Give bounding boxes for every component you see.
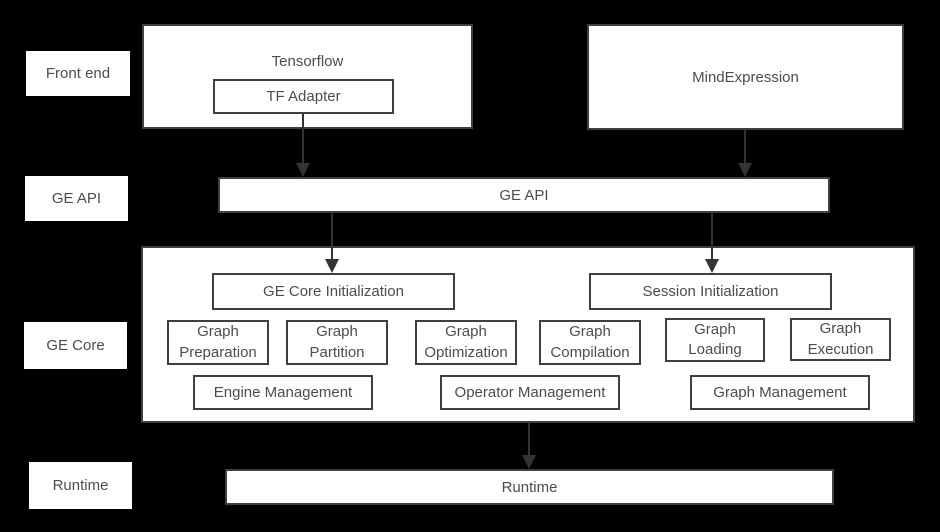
layer-label-ge-core: GE Core [24,322,127,369]
graph-execution-label: Graph Execution [807,320,874,358]
arrow-mindexpression-to-geapi [744,130,746,164]
ge-api-bar: GE API [218,177,830,213]
ge-core-initialization-label: GE Core Initialization [263,283,404,300]
session-initialization-label: Session Initialization [642,283,779,300]
runtime-bar: Runtime [225,469,834,505]
arrow-geapi-to-gecore-init [331,213,333,260]
graph-compilation-label: Graph Compilation [550,323,630,361]
tf-adapter-box: TF Adapter [213,79,394,114]
tf-adapter-label: TF Adapter [266,88,341,105]
layer-label-runtime: Runtime [29,462,132,509]
graph-optimization-box: Graph Optimization [415,320,517,365]
ge-api-bar-label: GE API [499,186,549,204]
arrow-tfadapter-to-geapi-head [296,163,310,177]
runtime-bar-label: Runtime [501,478,558,496]
operator-management-label: Operator Management [454,384,606,401]
tensorflow-label: Tensorflow [271,53,344,70]
layer-label-front-end: Front end [26,51,130,96]
graph-loading-box: Graph Loading [665,318,765,362]
session-initialization-box: Session Initialization [589,273,832,310]
layer-label-front-end-text: Front end [45,65,111,82]
arrow-gecore-to-runtime [528,423,530,456]
graph-execution-box: Graph Execution [790,318,891,361]
graph-preparation-box: Graph Preparation [167,320,269,365]
graph-partition-box: Graph Partition [286,320,388,365]
layer-label-runtime-text: Runtime [52,477,109,494]
ge-core-initialization-box: GE Core Initialization [212,273,455,310]
graph-preparation-label: Graph Preparation [179,323,257,361]
graph-partition-label: Graph Partition [309,323,365,361]
graph-loading-label: Graph Loading [688,320,742,358]
arrow-geapi-to-session-init-head [705,259,719,273]
tensorflow-box: Tensorflow TF Adapter [142,24,473,129]
arrow-geapi-to-gecore-init-head [325,259,339,273]
mindexpression-box: MindExpression [587,24,904,130]
ge-core-box: GE Core Initialization Session Initializ… [141,246,915,423]
graph-compilation-box: Graph Compilation [539,320,641,365]
arrow-geapi-to-session-init [711,213,713,260]
arrow-gecore-to-runtime-head [522,455,536,469]
layer-label-ge-api: GE API [25,176,128,221]
graph-management-box: Graph Management [690,375,870,410]
layer-label-ge-core-text: GE Core [46,337,105,354]
operator-management-box: Operator Management [440,375,620,410]
graph-optimization-label: Graph Optimization [424,323,508,361]
layer-label-ge-api-text: GE API [51,190,102,207]
arrow-tfadapter-to-geapi [302,114,304,164]
engine-management-box: Engine Management [193,375,373,410]
graph-management-label: Graph Management [713,384,847,401]
arrow-mindexpression-to-geapi-head [738,163,752,177]
mindexpression-label: MindExpression [692,68,799,86]
engine-management-label: Engine Management [213,384,353,401]
